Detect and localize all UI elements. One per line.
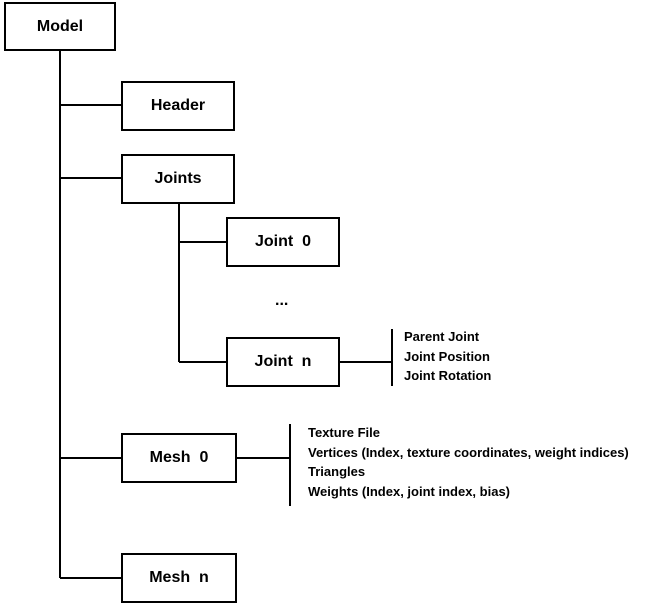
node-mesh-n: Mesh n bbox=[121, 553, 237, 603]
joint-detail-item: Joint Position bbox=[404, 348, 490, 364]
node-joints: Joints bbox=[121, 154, 235, 204]
mesh-details-list: Texture File Vertices (Index, texture co… bbox=[308, 423, 629, 501]
joint-detail-item: Joint Rotation bbox=[404, 368, 492, 383]
node-model: Model bbox=[4, 2, 116, 51]
mesh-detail-item: Triangles bbox=[308, 464, 366, 479]
joint-detail-item: Parent Joint bbox=[404, 329, 480, 344]
mesh-detail-item: Weights (Index, joint index, bias) bbox=[308, 483, 511, 499]
mesh-detail-item: Texture File bbox=[308, 425, 381, 440]
joints-ellipsis: ... bbox=[275, 292, 289, 309]
node-joint-0: Joint 0 bbox=[226, 217, 340, 267]
node-mesh-0: Mesh 0 bbox=[121, 433, 237, 483]
mesh-detail-item: Vertices (Index, texture coordinates, we… bbox=[308, 444, 629, 460]
node-joint-n: Joint n bbox=[226, 337, 340, 387]
joint-details-list: Parent Joint Joint Position Joint Rotati… bbox=[404, 327, 491, 386]
node-header: Header bbox=[121, 81, 235, 131]
